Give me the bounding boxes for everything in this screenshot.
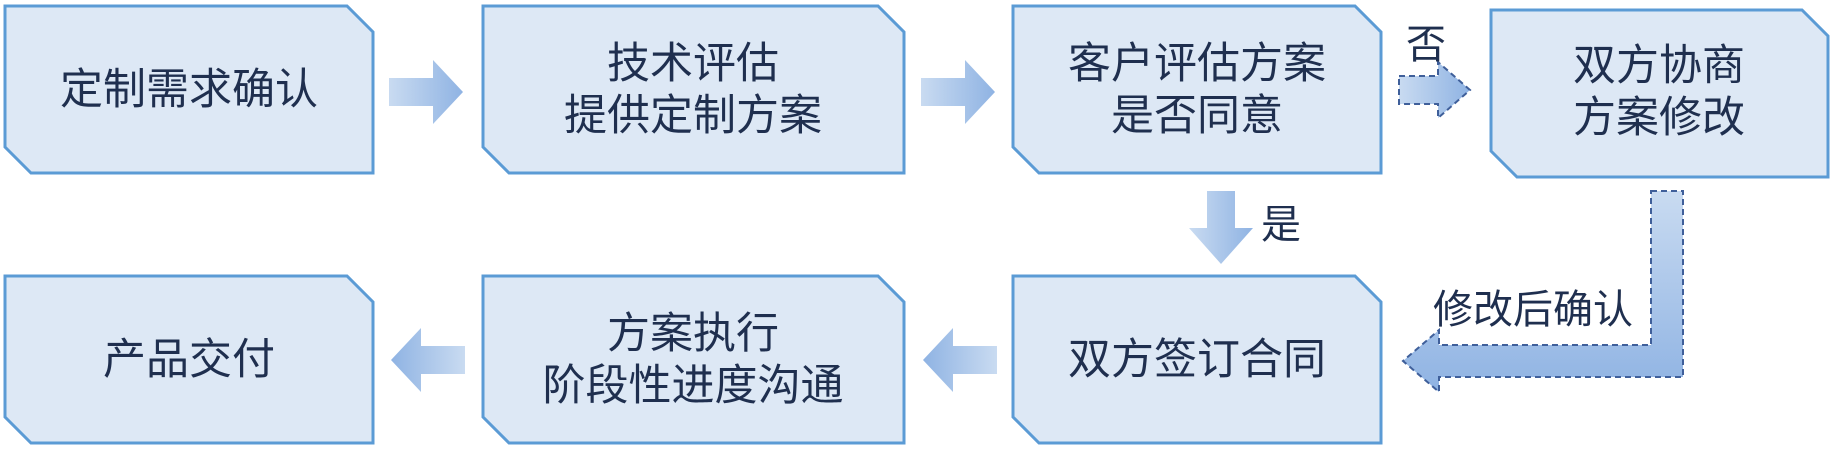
node-delivery: 产品交付 [3,274,375,445]
node-delivery-line-1: 产品交付 [103,335,275,385]
node-tech-evaluation: 技术评估 提供定制方案 [481,4,906,175]
node-customer-evaluation-line-1: 客户评估方案 [1068,39,1326,89]
node-execution-line-1: 方案执行 [607,309,779,359]
node-tech-evaluation-line-2: 提供定制方案 [564,91,822,141]
arrow-right-dashed-icon [1398,59,1472,121]
node-execution-line-2: 阶段性进度沟通 [543,361,844,411]
node-negotiation-line-2: 方案修改 [1573,93,1745,143]
node-customer-evaluation: 客户评估方案 是否同意 [1011,4,1383,175]
node-customer-evaluation-line-2: 是否同意 [1111,91,1283,141]
node-execution: 方案执行 阶段性进度沟通 [481,274,906,445]
arrow-elbow-dashed-icon [1401,190,1684,395]
node-negotiation-line-1: 双方协商 [1573,41,1745,91]
arrow-right-icon [389,60,463,124]
arrow-right-icon [921,60,995,124]
edge-label-yes: 是 [1261,202,1301,248]
node-requirement-confirm: 定制需求确认 [3,4,375,175]
node-sign-contract-line-1: 双方签订合同 [1068,335,1326,385]
arrow-left-icon [391,328,465,392]
edge-label-revise: 修改后确认 [1433,287,1633,333]
node-requirement-confirm-line-1: 定制需求确认 [60,65,318,115]
node-negotiation: 双方协商 方案修改 [1489,8,1830,179]
arrow-left-icon [923,328,997,392]
arrow-down-icon [1189,191,1253,264]
node-tech-evaluation-line-1: 技术评估 [607,39,779,89]
edge-label-no: 否 [1406,22,1446,68]
node-sign-contract: 双方签订合同 [1011,274,1383,445]
